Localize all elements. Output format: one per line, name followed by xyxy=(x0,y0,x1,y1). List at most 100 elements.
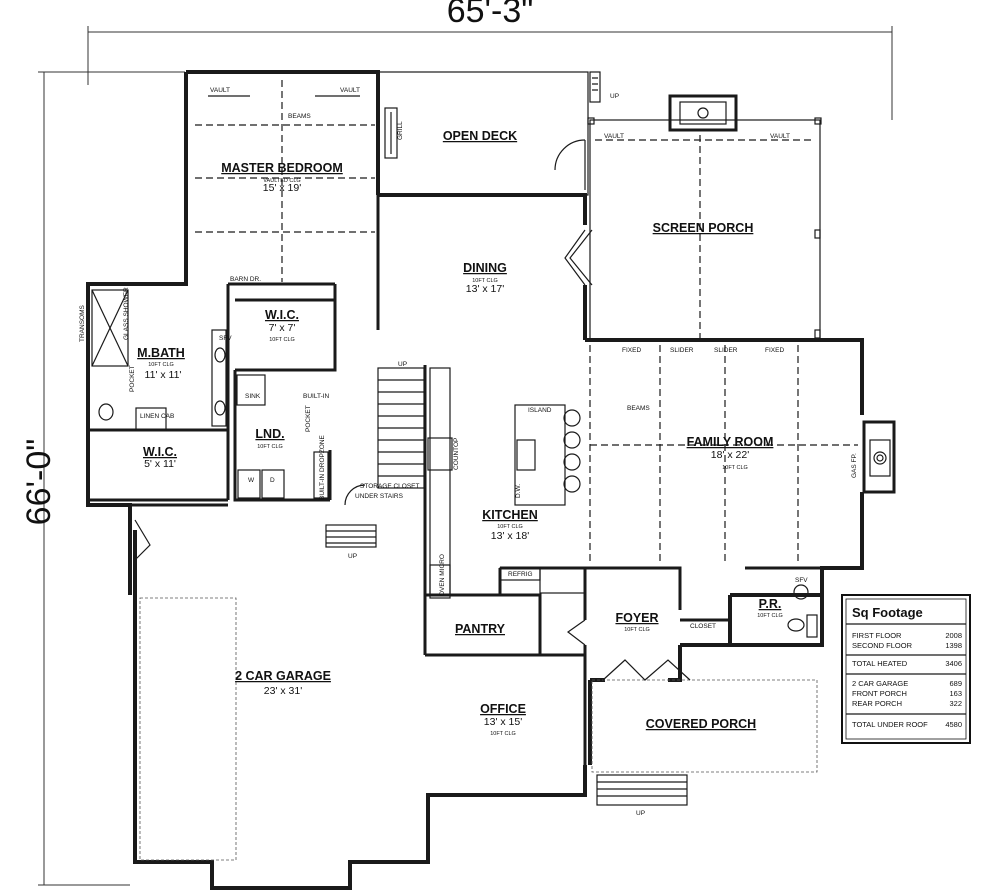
linen-cab-note: LINEN CAB xyxy=(140,413,174,420)
family-room-size: 18' x 22' xyxy=(711,449,749,461)
wic-master-note: 10FT CLG xyxy=(269,337,295,343)
kitchen-note: 10FT CLG xyxy=(497,524,523,530)
family-room-details xyxy=(589,345,896,565)
powder-note: 10FT CLG xyxy=(757,613,783,619)
sq-front-porch-value: 163 xyxy=(949,689,962,698)
stairs xyxy=(325,367,688,806)
pocket-note-2: POCKET xyxy=(305,405,312,432)
countop-note: COUNTOP xyxy=(453,438,460,470)
pocket-note-1: POCKET xyxy=(129,365,136,392)
screen-porch-label: SCREEN PORCH xyxy=(653,221,754,235)
wic-master-size: 7' x 7' xyxy=(269,322,296,334)
sq-footage-table: Sq Footage FIRST FLOOR 2008 SECOND FLOOR… xyxy=(841,594,971,744)
vault-note-4: VAULT xyxy=(770,133,790,140)
kitchen-size: 13' x 18' xyxy=(491,530,529,542)
garage-and-porch xyxy=(134,519,818,861)
sq-garage-label: 2 CAR GARAGE xyxy=(852,679,908,688)
covered-porch-label: COVERED PORCH xyxy=(646,717,756,731)
sq-total-roof-label: TOTAL UNDER ROOF xyxy=(852,720,928,729)
sq-first-floor-label: FIRST FLOOR xyxy=(852,631,902,640)
sq-second-floor-value: 1398 xyxy=(945,641,962,650)
sfv-note-pr: SFV xyxy=(795,577,808,584)
office-size: 13' x 15' xyxy=(484,716,522,728)
exterior-walls xyxy=(86,70,864,890)
master-bedroom-beams xyxy=(195,80,375,282)
dryer-note: D xyxy=(270,477,275,484)
office-label: OFFICE xyxy=(480,702,526,716)
beams-note-family: BEAMS xyxy=(627,405,650,412)
dining-size: 13' x 17' xyxy=(466,283,504,295)
mbath-size: 11' x 11' xyxy=(145,369,182,381)
garage-up-note: UP xyxy=(348,553,357,560)
width-dimension: 65'-3" xyxy=(447,0,534,30)
room-labels: MASTER BEDROOM VAULTED CLG 15' x 19' OPE… xyxy=(137,129,783,737)
built-in-note: BUILT-IN xyxy=(303,393,330,400)
gas-fp-note: GAS FP. xyxy=(851,453,858,478)
sq-first-floor-value: 2008 xyxy=(945,631,962,640)
dining-note: 10FT CLG xyxy=(472,278,498,284)
kitchen-fixtures xyxy=(427,367,586,599)
glass-shower-note: GLASS SHOWER xyxy=(123,287,130,340)
island-note: ISLAND xyxy=(528,407,552,414)
sq-total-heated-value: 3406 xyxy=(945,659,962,668)
sq-front-porch-label: FRONT PORCH xyxy=(852,689,907,698)
dw-note: D.W. xyxy=(515,484,522,498)
sq-footage-title: Sq Footage xyxy=(852,605,923,620)
grill-note: GRILL xyxy=(397,121,404,140)
annotations: VAULT VAULT BEAMS GRILL UP VAULT VAULT B… xyxy=(79,87,858,817)
dimension-lines xyxy=(38,26,893,886)
closet-note: CLOSET xyxy=(690,623,716,630)
foyer-label: FOYER xyxy=(615,611,658,625)
open-deck-label: OPEN DECK xyxy=(443,129,517,143)
wic-bath-size: 5' x 11' xyxy=(144,458,176,470)
vault-note-1: VAULT xyxy=(210,87,230,94)
depth-dimension: 66'-0" xyxy=(20,439,58,526)
stair-up-note: UP xyxy=(398,361,407,368)
garage-label: 2 CAR GARAGE xyxy=(235,669,331,683)
washer-note: W xyxy=(248,477,255,484)
laundry-label: LND. xyxy=(255,427,284,441)
slider-note-1: SLIDER xyxy=(670,347,694,354)
mbath-note: 10FT CLG xyxy=(148,362,174,368)
family-room-note: 10FT CLG xyxy=(722,465,748,471)
storage-closet-note: STORAGE CLOSET xyxy=(360,483,420,490)
garage-size: 23' x 31' xyxy=(264,685,302,697)
oven-micro-note: OVEN MICRO xyxy=(439,554,446,596)
office-note: 10FT CLG xyxy=(490,731,516,737)
slider-note-2: SLIDER xyxy=(714,347,738,354)
family-room-label: FAMILY ROOM xyxy=(687,435,774,449)
sq-total-heated-label: TOTAL HEATED xyxy=(852,659,908,668)
deck-up-note: UP xyxy=(610,93,619,100)
vault-note-2: VAULT xyxy=(340,87,360,94)
sq-total-roof-value: 4580 xyxy=(945,720,962,729)
barn-door-note: BARN DR. xyxy=(230,276,261,283)
transoms-note: TRANSOMS xyxy=(79,305,86,343)
mbath-label: M.BATH xyxy=(137,346,185,360)
beams-note-master: BEAMS xyxy=(288,113,311,120)
kitchen-label: KITCHEN xyxy=(482,508,538,522)
sq-garage-value: 689 xyxy=(949,679,962,688)
deck-and-porch xyxy=(377,71,822,341)
bath-fixtures xyxy=(91,289,818,638)
master-bedroom-size: 15' x 19' xyxy=(263,182,301,194)
wic-bath-label: W.I.C. xyxy=(143,445,177,459)
powder-label: P.R. xyxy=(759,597,782,611)
sq-rear-porch-label: REAR PORCH xyxy=(852,699,902,708)
interior-walls xyxy=(88,195,822,765)
under-stairs-note: UNDER STAIRS xyxy=(355,493,404,500)
wic-master-label: W.I.C. xyxy=(265,308,299,322)
fixed-note-1: FIXED xyxy=(622,347,641,354)
sq-rear-porch-value: 322 xyxy=(949,699,962,708)
foyer-note: 10FT CLG xyxy=(624,627,650,633)
master-bedroom-note: VAULTED CLG xyxy=(263,178,300,184)
refrig-note: REFRIG xyxy=(508,571,533,578)
pantry-label: PANTRY xyxy=(455,622,506,636)
fixed-note-2: FIXED xyxy=(765,347,784,354)
sink-note: SINK xyxy=(245,393,261,400)
porch-up-note: UP xyxy=(636,810,645,817)
vault-note-3: VAULT xyxy=(604,133,624,140)
laundry-note: 10FT CLG xyxy=(257,444,283,450)
master-bedroom-label: MASTER BEDROOM xyxy=(221,161,343,175)
sfv-note-bath: SFV xyxy=(219,335,232,342)
